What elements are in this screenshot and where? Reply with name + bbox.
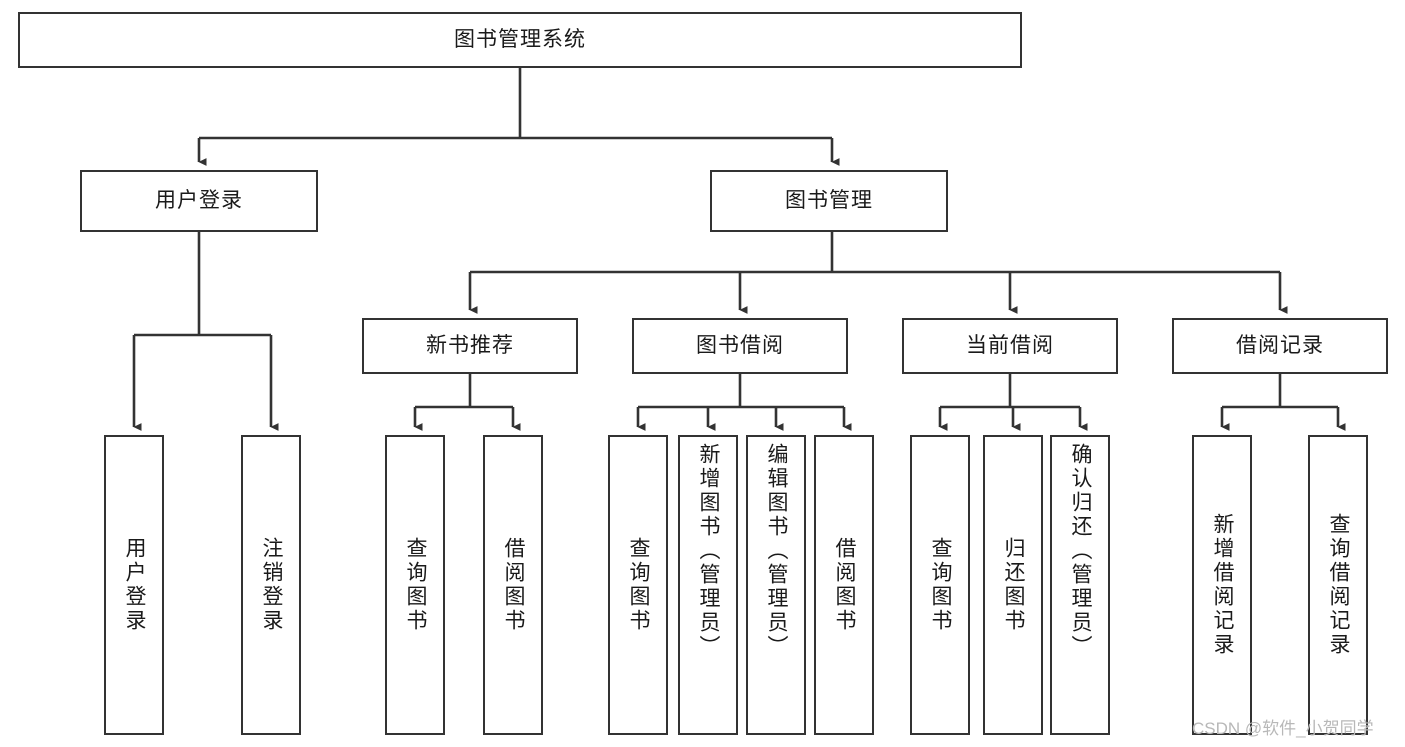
- node-borrow-record-label: 借阅记录: [1236, 334, 1324, 358]
- node-current-borrow[interactable]: 当前借阅: [902, 318, 1118, 374]
- node-leaf-query-book-current-label: 查询图书: [929, 537, 953, 633]
- node-book-borrow[interactable]: 图书借阅: [632, 318, 848, 374]
- node-borrow-record[interactable]: 借阅记录: [1172, 318, 1388, 374]
- node-leaf-query-borrow-record-label: 查询借阅记录: [1327, 513, 1351, 657]
- node-leaf-borrow-book-label: 借阅图书: [833, 537, 857, 633]
- node-root-label: 图书管理系统: [454, 28, 586, 52]
- node-leaf-edit-book-admin[interactable]: 编辑图书（管理员）: [746, 435, 806, 735]
- node-new-book-recommend-label: 新书推荐: [426, 334, 514, 358]
- node-leaf-query-book[interactable]: 查询图书: [608, 435, 668, 735]
- node-leaf-user-logout[interactable]: 注销登录: [241, 435, 301, 735]
- node-user-login[interactable]: 用户登录: [80, 170, 318, 232]
- node-leaf-return-book-label: 归还图书: [1002, 537, 1026, 633]
- node-book-manage[interactable]: 图书管理: [710, 170, 948, 232]
- node-leaf-query-book-label: 查询图书: [627, 537, 651, 633]
- node-leaf-borrow-book-recommend[interactable]: 借阅图书: [483, 435, 543, 735]
- node-leaf-borrow-book[interactable]: 借阅图书: [814, 435, 874, 735]
- node-user-login-label: 用户登录: [155, 189, 243, 213]
- node-current-borrow-label: 当前借阅: [966, 334, 1054, 358]
- node-leaf-user-login-label: 用户登录: [123, 537, 147, 633]
- node-leaf-add-book-admin-label: 新增图书（管理员）: [697, 443, 721, 659]
- node-leaf-return-book[interactable]: 归还图书: [983, 435, 1043, 735]
- node-book-borrow-label: 图书借阅: [696, 334, 784, 358]
- node-new-book-recommend[interactable]: 新书推荐: [362, 318, 578, 374]
- node-leaf-query-borrow-record[interactable]: 查询借阅记录: [1308, 435, 1368, 735]
- node-leaf-edit-book-admin-label: 编辑图书（管理员）: [765, 443, 789, 659]
- node-leaf-query-book-recommend[interactable]: 查询图书: [385, 435, 445, 735]
- node-root[interactable]: 图书管理系统: [18, 12, 1022, 68]
- node-leaf-query-book-recommend-label: 查询图书: [404, 537, 428, 633]
- watermark-text: CSDN @软件_小贺同学: [1192, 719, 1374, 738]
- node-book-manage-label: 图书管理: [785, 189, 873, 213]
- node-leaf-query-book-current[interactable]: 查询图书: [910, 435, 970, 735]
- node-leaf-confirm-return-admin-label: 确认归还（管理员）: [1069, 443, 1093, 659]
- node-leaf-user-logout-label: 注销登录: [260, 537, 284, 633]
- node-leaf-add-book-admin[interactable]: 新增图书（管理员）: [678, 435, 738, 735]
- node-leaf-user-login[interactable]: 用户登录: [104, 435, 164, 735]
- node-leaf-borrow-book-recommend-label: 借阅图书: [502, 537, 526, 633]
- node-leaf-confirm-return-admin[interactable]: 确认归还（管理员）: [1050, 435, 1110, 735]
- node-leaf-add-borrow-record-label: 新增借阅记录: [1211, 513, 1235, 657]
- node-leaf-add-borrow-record[interactable]: 新增借阅记录: [1192, 435, 1252, 735]
